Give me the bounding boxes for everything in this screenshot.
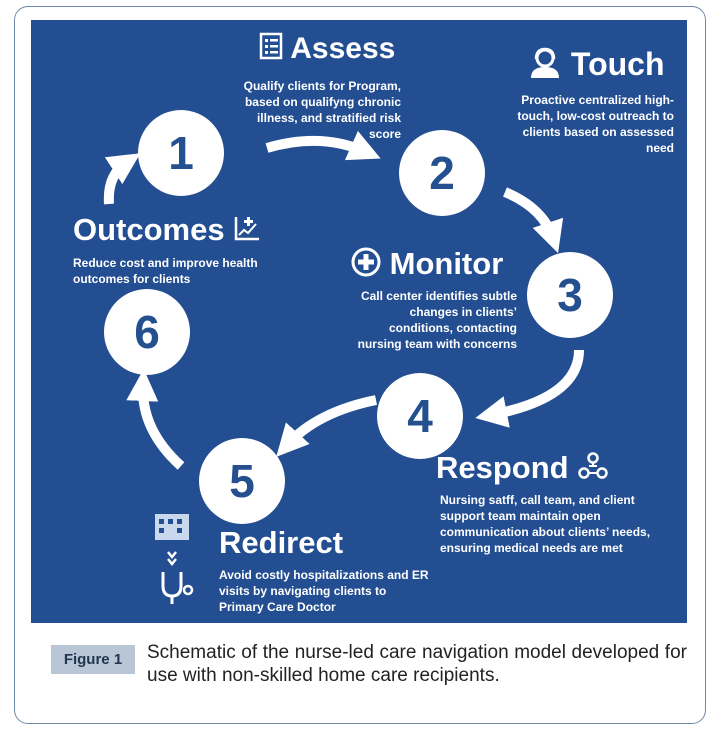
step-2-circle: 2	[399, 130, 485, 216]
monitor-title: Monitor	[351, 246, 503, 285]
touch-label: Touch	[570, 46, 665, 82]
team-network-icon	[577, 452, 609, 488]
touch-description: Proactive centralized high-touch, low-co…	[517, 93, 674, 155]
arrow-6-to-1	[103, 153, 141, 205]
arrow-3-to-4	[475, 349, 584, 428]
checklist-icon	[259, 32, 283, 68]
redirect-label: Redirect	[219, 525, 344, 560]
arrow-2-to-3	[502, 187, 564, 254]
assess-label: Assess	[290, 32, 396, 65]
assess-description: Qualify clients for Program, based on qu…	[243, 79, 401, 141]
step-1-circle: 1	[138, 110, 224, 196]
diagram-panel: 1 Assess Qualify clients for Program, ba…	[31, 20, 687, 623]
arrow-4-to-5	[276, 395, 377, 457]
monitor-description: Call center identifies subtle changes in…	[357, 289, 517, 351]
redirect-description: Avoid costly hospitalizations and ER vis…	[219, 568, 429, 614]
health-chart-icon	[233, 214, 261, 250]
plus-circle-icon	[351, 247, 381, 285]
arrow-5-to-6	[126, 369, 185, 470]
cycle-arrows	[103, 130, 584, 470]
touch-title: Touch	[528, 46, 665, 87]
monitor-label: Monitor	[389, 246, 504, 281]
step-5-circle: 5	[199, 438, 285, 524]
outcomes-label: Outcomes	[73, 212, 225, 247]
respond-label: Respond	[436, 450, 569, 485]
respond-title: Respond	[436, 450, 609, 488]
arrow-1-to-2	[265, 130, 381, 161]
outcomes-description: Reduce cost and improve health outcomes …	[73, 256, 258, 286]
user-headset-icon	[528, 47, 562, 87]
respond-description: Nursing satff, call team, and client sup…	[440, 493, 651, 555]
assess-title: Assess	[259, 32, 395, 68]
step-4-circle: 4	[377, 373, 463, 459]
redirect-title: Redirect	[219, 525, 343, 561]
step-3-circle: 3	[527, 252, 613, 338]
figure-caption: Figure 1 Schematic of the nurse-led care…	[51, 642, 687, 717]
outcomes-title: Outcomes	[73, 212, 261, 250]
caption-text: Schematic of the nurse-led care navigati…	[147, 642, 687, 686]
hospital-stethoscope-icon	[151, 510, 197, 615]
figure-label: Figure 1	[51, 645, 135, 674]
step-6-circle: 6	[104, 289, 190, 375]
